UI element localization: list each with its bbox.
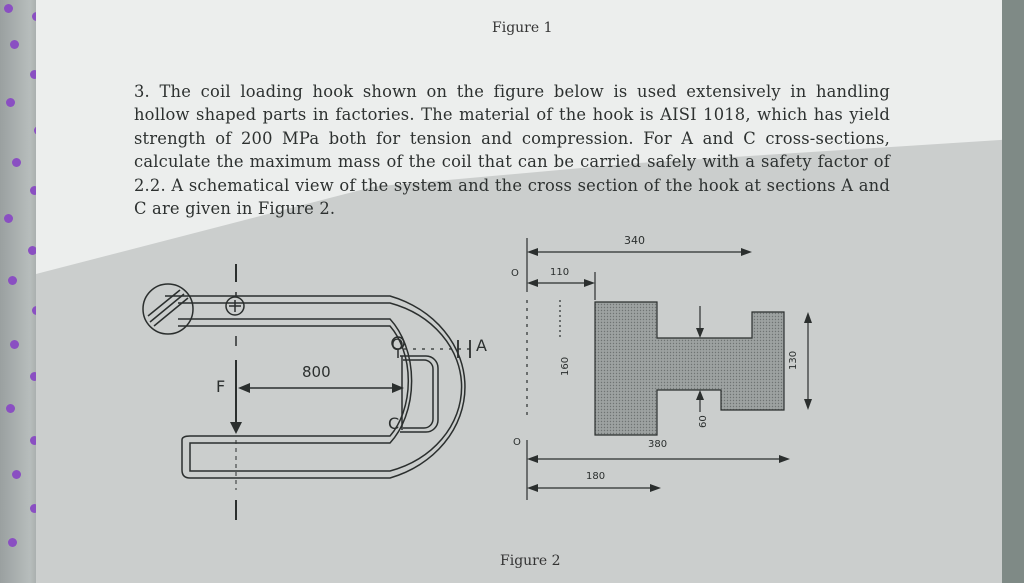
dim-800-label: 800 xyxy=(302,363,331,381)
section-c-label: C xyxy=(388,414,399,433)
dim-110-label: 110 xyxy=(550,267,569,278)
dim-130-label: 130 xyxy=(788,351,799,370)
dim-180-label: 180 xyxy=(586,471,605,482)
coil-hook-drawing xyxy=(142,264,471,520)
dim-340-label: 340 xyxy=(624,234,645,247)
problem-statement: 3. The coil loading hook shown on the fi… xyxy=(134,82,890,219)
figure-2-label: Figure 2 xyxy=(500,553,561,569)
force-label: F xyxy=(216,377,225,396)
point-o-label: O xyxy=(391,335,404,354)
dim-380-label: 380 xyxy=(648,439,667,450)
origin-top-label: O xyxy=(511,268,519,279)
origin-bottom-label: O xyxy=(513,437,521,448)
section-a-label: A xyxy=(476,336,487,355)
cross-section-drawing xyxy=(526,238,812,500)
figure-1-label: Figure 1 xyxy=(492,20,553,36)
dim-60-label: 60 xyxy=(698,415,709,428)
dim-160-label: 160 xyxy=(560,357,571,376)
